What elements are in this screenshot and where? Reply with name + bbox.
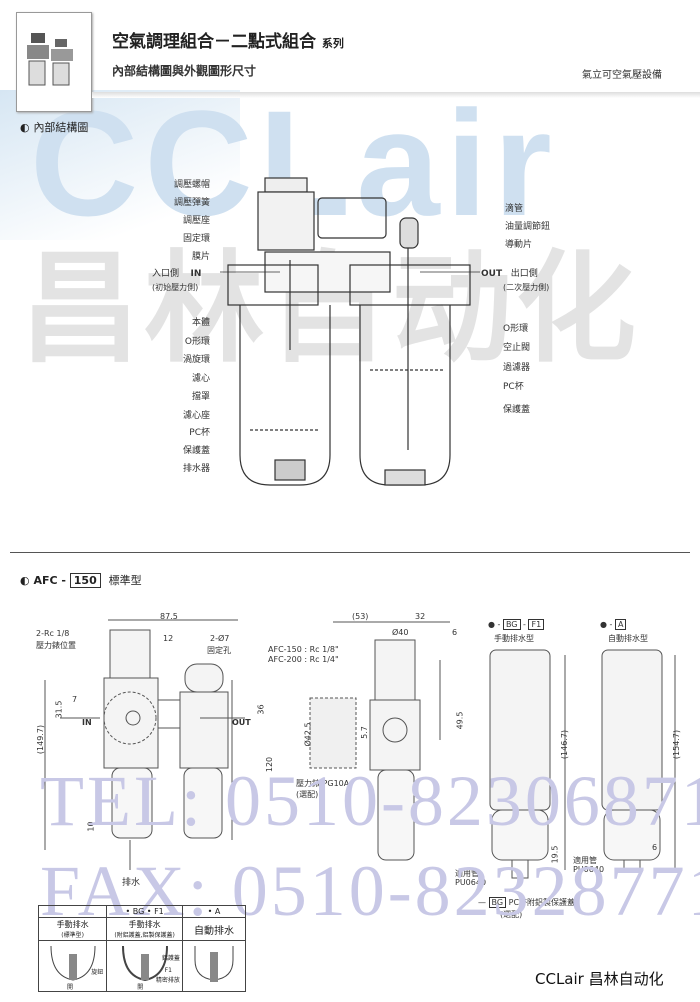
dim-height: (149.7) [36, 724, 46, 755]
auto-drain-icon [194, 946, 234, 982]
label-port-afc200: AFC-200 : Rc 1/4" [268, 655, 339, 664]
label-guard-right: 保護蓋 [503, 405, 531, 415]
label-outlet: 出口側 [510, 269, 538, 279]
dim-dia-40: Ø40 [392, 628, 409, 637]
dim-6-auto: 6 [652, 843, 658, 852]
section-model-title: ◐ AFC - 150 標準型 [20, 573, 142, 588]
manual-drain-icon [50, 945, 96, 981]
label-pc-cup: PC杯 [189, 428, 210, 438]
label-tube-code-auto: PU0640 [573, 865, 605, 874]
code-f1: F1 [528, 619, 545, 630]
label-drain-out: 排水 [122, 878, 141, 888]
label-oil-adjust-knob: 油量調節鈕 [505, 222, 551, 232]
label-body: 本體 [191, 318, 210, 328]
label-auto-drain: 自動排水型 [608, 634, 648, 643]
label-o-ring: O形環 [184, 337, 210, 347]
dim-146-7: (146.7) [560, 729, 570, 760]
dim-7: 7 [72, 695, 78, 704]
code-a: A [614, 619, 627, 630]
product-thumbnail [16, 12, 92, 112]
label-adjust-seat: 調壓座 [182, 216, 210, 226]
section-internal-title: ◐ 內部結構圖 [20, 121, 89, 134]
label-port-afc150: AFC-150 : Rc 1/8" [268, 645, 339, 654]
dim-154-7: (154.7) [672, 729, 682, 760]
page-subtitle: 內部結構圖與外觀圖形尺寸 [112, 64, 257, 78]
model-box: 150 [69, 573, 101, 588]
label-o-ring-right: O形環 [503, 324, 529, 334]
label-adjust-spring: 調壓彈簧 [173, 198, 210, 208]
dim-49-5: 49.5 [455, 711, 465, 730]
label-drip-tube: 滴管 [505, 204, 524, 214]
label-out-port: OUT [232, 718, 251, 727]
label-gauge-optional: (選配) [296, 790, 319, 799]
regulator-icon [27, 33, 73, 86]
dimension-drawings [44, 619, 676, 879]
label-pc-cup-right: PC杯 [503, 382, 524, 392]
label-inlet-sub: (初始壓力側) [152, 283, 199, 292]
watermark-tel: TEL: 0510-82306871 [40, 761, 700, 841]
manual-drain-bg-icon [121, 945, 168, 982]
label-inlet: 入口側 [152, 269, 180, 279]
label-tube-auto: 適用管 [573, 856, 597, 865]
label-drain: 排水器 [182, 464, 210, 474]
dim-port: 2-Rc 1/8 [36, 629, 70, 638]
label-filter-seat: 濾心座 [182, 411, 210, 421]
label-check-valve: 空止閥 [503, 343, 531, 353]
label-gauge: 壓力錶 PG10A [296, 779, 350, 788]
code-bg: BG [502, 619, 521, 630]
internal-structure-diagram [220, 177, 480, 486]
label-outlet-sub: (二次壓力側) [503, 283, 550, 292]
label-strainer: 過濾器 [503, 363, 531, 373]
watermark-swoosh [0, 90, 240, 240]
dim-5-7: 5.7 [359, 726, 369, 739]
label-guard: 保護蓋 [182, 446, 210, 456]
label-in: IN [190, 269, 202, 279]
bg-option-optional: (選配) [500, 910, 523, 919]
label-guide-plate: 導動片 [505, 240, 533, 250]
label-baffle: 擋罩 [191, 392, 210, 402]
brand-text: 氣立可空氣壓設備 [582, 70, 662, 81]
dim-6: 6 [452, 628, 458, 637]
page-title: 空氣調理組合－二點式組合 系列 [112, 32, 344, 52]
bg-option-note: — BG PC杯附鋁製保護蓋 [478, 897, 576, 908]
label-filter: 濾心 [191, 374, 210, 384]
label-manual-drain: 手動排水型 [494, 634, 534, 643]
dim-12: 12 [163, 634, 174, 643]
label-tube: 適用管 [455, 869, 479, 878]
footer-brand: CCLair 昌林自动化 [535, 970, 664, 988]
label-adjust-knob: 調壓螺帽 [173, 180, 210, 190]
header-divider [92, 92, 700, 98]
label-diaphragm: 膜片 [191, 252, 210, 262]
dim-53: (53) [352, 612, 369, 621]
dim-width: 87.5 [160, 612, 178, 621]
section-divider [10, 552, 690, 553]
label-retaining-ring: 固定環 [182, 234, 210, 244]
dim-32: 32 [415, 612, 426, 621]
label-mount-holes: 固定孔 [207, 646, 231, 655]
label-tube-code: PU0640 [455, 878, 487, 887]
label-out: OUT [481, 269, 503, 279]
dim-31-5: 31.5 [54, 700, 64, 719]
label-gauge-position: 壓力錶位置 [36, 641, 76, 650]
dim-dia-42-5: Ø42.5 [303, 722, 313, 747]
label-vortex-ring: 渦旋環 [182, 355, 210, 365]
drain-options-table: • BG • F1• A 手動排水(標準型)手動排水(附鋁護蓋,鋁製保護蓋)自動… [37, 905, 247, 992]
label-in-port: IN [82, 718, 92, 727]
dim-holes: 2-Ø7 [210, 634, 230, 643]
dim-36: 36 [256, 704, 266, 715]
